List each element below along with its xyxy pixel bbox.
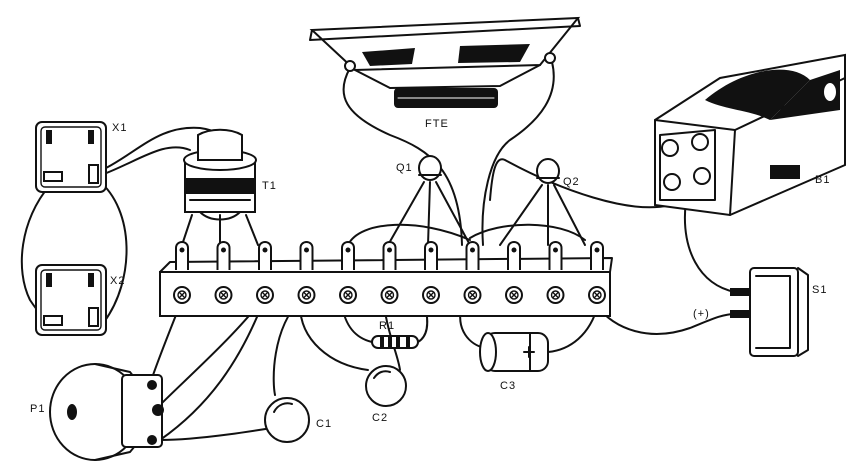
terminal-lug xyxy=(548,241,563,270)
capacitor-c3 xyxy=(479,332,549,372)
terminal-lug xyxy=(507,241,521,270)
terminal-screw-slot xyxy=(261,291,269,299)
terminal-lug-hole xyxy=(511,247,517,253)
terminal-lug xyxy=(216,241,231,270)
label-c1: C1 xyxy=(316,418,333,430)
terminal-screw-slot xyxy=(427,291,435,299)
label-x2: X2 xyxy=(110,275,126,287)
label-p1: P1 xyxy=(30,403,46,415)
potentiometer-p1 xyxy=(49,363,164,461)
terminal-screw-head xyxy=(177,290,187,300)
socket-x2 xyxy=(35,264,107,336)
terminal-lug-hole xyxy=(428,247,434,253)
terminal-lug-hole xyxy=(345,247,351,253)
terminal-screw-head xyxy=(550,290,561,300)
terminal-screw-head xyxy=(343,290,353,300)
terminal-screw-head xyxy=(509,290,519,300)
terminal-lug xyxy=(299,241,314,270)
terminal-screw-slot xyxy=(220,291,227,299)
terminal-screws xyxy=(173,286,606,304)
terminal-lug xyxy=(175,241,189,270)
speaker-fte xyxy=(309,16,581,108)
socket-x1 xyxy=(35,121,107,193)
terminal-screw-head xyxy=(218,290,229,300)
terminal-lug-hole xyxy=(387,247,392,253)
terminal-lug-hole xyxy=(594,247,600,253)
label-t1: T1 xyxy=(262,180,277,192)
label-q2: Q2 xyxy=(563,176,580,188)
terminal-lugs-top xyxy=(175,241,604,270)
label-b1: B1 xyxy=(815,174,831,186)
terminal-screw-slot xyxy=(178,291,186,299)
label-r1: R1 xyxy=(379,320,396,332)
label-x1: X1 xyxy=(112,122,128,134)
capacitor-c2 xyxy=(365,365,407,407)
terminal-screw-slot xyxy=(552,291,559,299)
transformer-t1 xyxy=(183,128,257,221)
label-s1: S1 xyxy=(812,284,828,296)
terminal-screw-head xyxy=(426,290,436,300)
terminal-screw-slot xyxy=(469,291,476,299)
terminal-screw-head xyxy=(384,290,395,300)
label-fte: FTE xyxy=(425,118,449,130)
switch-s1 xyxy=(730,267,809,357)
terminal-screw-slot xyxy=(510,291,518,299)
terminal-screw-slot xyxy=(593,291,601,299)
label-c3: C3 xyxy=(500,380,517,392)
battery-b1 xyxy=(654,53,846,217)
terminal-lug-hole xyxy=(304,247,309,253)
terminal-screw-head xyxy=(260,290,270,300)
transistor-q2 xyxy=(536,158,560,184)
terminal-lug xyxy=(258,241,272,270)
label-q1: Q1 xyxy=(396,162,413,174)
terminal-lug-hole xyxy=(262,247,268,253)
terminal-lug-hole xyxy=(553,247,558,253)
resistor-r1 xyxy=(371,335,419,349)
capacitor-c1 xyxy=(264,397,310,443)
terminal-screw-head xyxy=(467,290,478,300)
terminal-screw-slot xyxy=(344,291,352,299)
terminal-lug xyxy=(590,241,604,270)
terminal-lug-hole xyxy=(179,247,185,253)
label-c2: C2 xyxy=(372,412,389,424)
terminal-lug xyxy=(341,241,355,270)
transistor-q1 xyxy=(418,155,442,181)
label-plus: (+) xyxy=(693,308,710,320)
terminal-lug xyxy=(382,241,397,270)
terminal-screw-slot xyxy=(386,291,393,299)
terminal-lug xyxy=(465,241,480,270)
terminal-lug-hole xyxy=(221,247,226,253)
terminal-lug xyxy=(424,241,438,270)
terminal-screw-slot xyxy=(303,291,310,299)
terminal-screw-head xyxy=(592,290,602,300)
terminal-screw-head xyxy=(301,290,312,300)
terminal-lug-hole xyxy=(470,247,475,253)
